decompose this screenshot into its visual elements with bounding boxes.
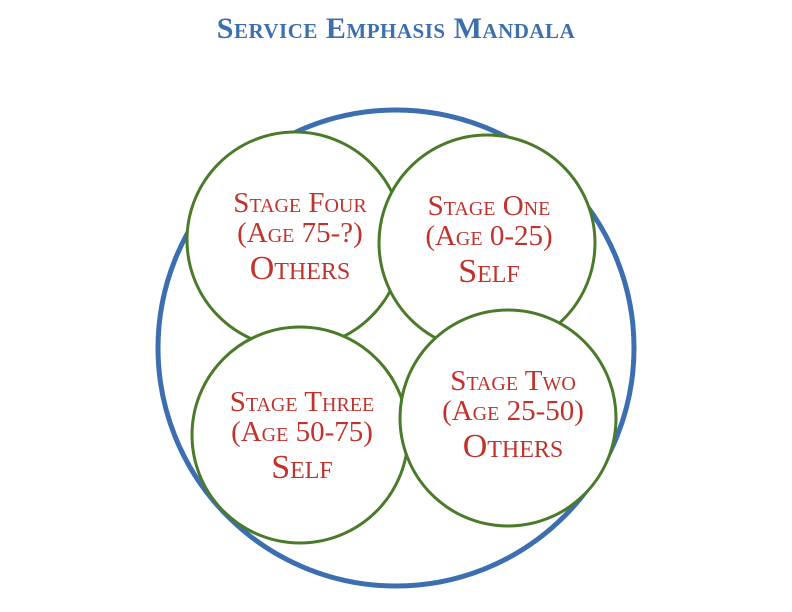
stage-two-label: Stage Two (Age 25-50) Others <box>408 366 618 465</box>
stage-four-focus: Others <box>249 249 351 287</box>
stage-one-focus: Self <box>458 252 520 290</box>
stage-four-name: Stage Four <box>233 187 367 219</box>
stage-one-name: Stage One <box>427 190 551 222</box>
stage-four-age: (Age 75-?) <box>237 217 363 250</box>
stage-three-label: Stage Three (Age 50-75) Self <box>197 387 407 486</box>
stage-three-name: Stage Three <box>229 386 375 418</box>
diagram-title: Service Emphasis Mandala <box>216 12 576 45</box>
stage-two-focus: Others <box>462 427 564 465</box>
stage-one-age: (Age 0-25) <box>425 220 553 253</box>
stage-two-circle <box>398 308 618 528</box>
outer-ring <box>155 107 637 589</box>
stage-two-age: (Age 25-50) <box>442 395 584 428</box>
stage-two-name: Stage Two <box>450 365 576 397</box>
stage-three-focus: Self <box>271 448 333 486</box>
stage-four-label: Stage Four (Age 75-?) Others <box>195 188 405 287</box>
stage-three-age: (Age 50-75) <box>231 416 373 449</box>
stage-one-label: Stage One (Age 0-25) Self <box>384 191 594 290</box>
